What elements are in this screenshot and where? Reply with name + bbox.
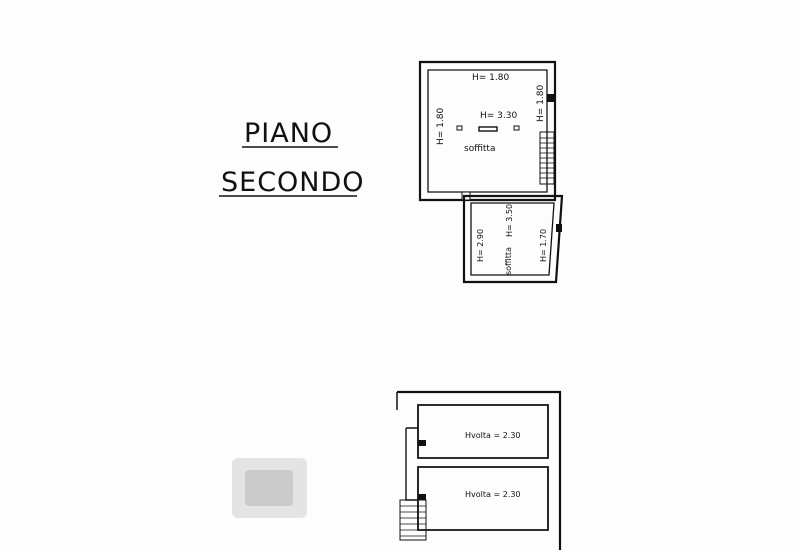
- skylight-right: [513, 125, 520, 131]
- attic-main-inner-wall: [427, 69, 548, 193]
- lower-door-mark-1: [418, 440, 426, 446]
- title-line-1: PIANO: [244, 118, 333, 149]
- lower-room-bottom-wall: [417, 466, 549, 531]
- attic-small-room-name: soffitta: [504, 247, 513, 275]
- window-mark-small: [556, 224, 562, 232]
- skylight-center: [478, 126, 498, 132]
- lower-outer-wall: [397, 390, 562, 550]
- attic-height-left: H= 1.80: [436, 108, 446, 145]
- blurred-stamp: [232, 458, 307, 518]
- attic-small-outer-wall: [462, 194, 564, 284]
- attic-small-height-left: H= 2.90: [476, 229, 485, 262]
- lower-stair-treads: [400, 505, 426, 537]
- attic-small-inner-wall: [470, 202, 555, 276]
- window-mark-right: [547, 94, 555, 102]
- attic-height-top: H= 1.80: [472, 73, 509, 83]
- lower-door-mark-2: [418, 494, 426, 500]
- lower-stair-block: [399, 499, 427, 541]
- title-line-2: SECONDO: [221, 167, 365, 198]
- lower-annex-wall: [405, 427, 418, 501]
- upper-plan: H= 1.80 H= 3.30 soffitta H= 1.80 H= 1.80…: [418, 60, 564, 284]
- lower-plan: Hvolta = 2.30 Hvolta = 2.30: [396, 390, 562, 550]
- attic-height-center: H= 3.30: [480, 111, 517, 121]
- skylight-left: [456, 125, 463, 131]
- attic-small-height-right: H= 1.70: [539, 229, 548, 262]
- attic-main-outer-wall: [418, 60, 557, 202]
- stair-treads: [540, 137, 554, 179]
- attic-height-right: H= 1.80: [536, 85, 546, 122]
- attic-room-name: soffitta: [464, 144, 495, 154]
- attic-small-height-center: H= 3.50: [505, 204, 514, 237]
- lower-room-bottom-height: Hvolta = 2.30: [465, 490, 521, 499]
- lower-room-top-height: Hvolta = 2.30: [465, 431, 521, 440]
